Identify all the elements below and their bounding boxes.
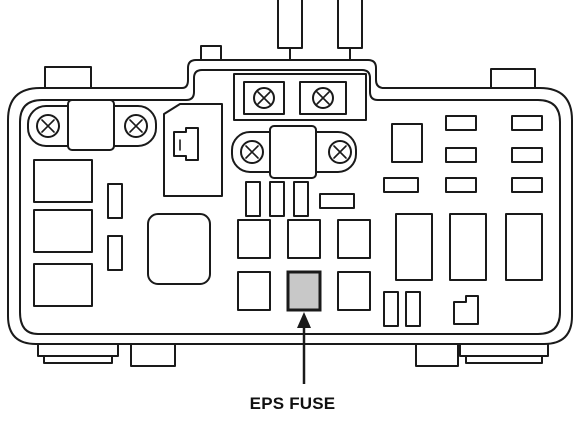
- mini-fuse-r3c2: [511, 177, 543, 193]
- notched-fuse: [453, 295, 479, 325]
- mini-fuse-bottom-1: [383, 291, 399, 327]
- callout-arrow: [297, 312, 311, 384]
- large-relay: [147, 213, 211, 285]
- mini-fuse-left-1: [107, 183, 123, 219]
- connector-socket: [163, 103, 223, 197]
- mini-fuse-center-3: [293, 181, 309, 217]
- mini-fuse-bottom-2: [405, 291, 421, 327]
- eps-fuse-label: EPS FUSE: [249, 394, 336, 413]
- mini-fuse-r3c1: [445, 177, 477, 193]
- relay-left-2: [33, 209, 93, 253]
- square-fuse-r1c3: [337, 219, 371, 259]
- top-right-mount-tab: [490, 68, 536, 90]
- mini-fuse-r1c2: [511, 115, 543, 131]
- mini-fuse-r2c2: [511, 147, 543, 163]
- main-terminal-block: [233, 73, 367, 121]
- large-relay-right-3: [505, 213, 543, 281]
- fusible-link-center: [231, 125, 357, 179]
- mini-fuse-r2c1: [445, 147, 477, 163]
- relay-left-3: [33, 263, 93, 307]
- top-left-mount-tab: [44, 66, 92, 90]
- square-fuse-r2c1: [237, 271, 271, 311]
- mini-fuse-left-2: [107, 235, 123, 271]
- relay-left-1: [33, 159, 93, 203]
- large-relay-right-1: [395, 213, 433, 281]
- relay-right-small: [391, 123, 423, 163]
- square-fuse-r1c1: [237, 219, 271, 259]
- square-fuse-r1c2: [287, 219, 321, 259]
- eps-fuse: [286, 270, 322, 312]
- large-relay-right-2: [449, 213, 487, 281]
- mini-fuse-center-1: [245, 181, 261, 217]
- fuse-box-inner-rim: [19, 69, 561, 335]
- square-fuse-r2c3: [337, 271, 371, 311]
- fusible-link-left: [27, 99, 157, 151]
- mini-fuse-center-horizontal: [319, 193, 355, 209]
- mini-fuse-r3c0: [383, 177, 419, 193]
- mini-fuse-center-2: [269, 181, 285, 217]
- mini-fuse-r1c1: [445, 115, 477, 131]
